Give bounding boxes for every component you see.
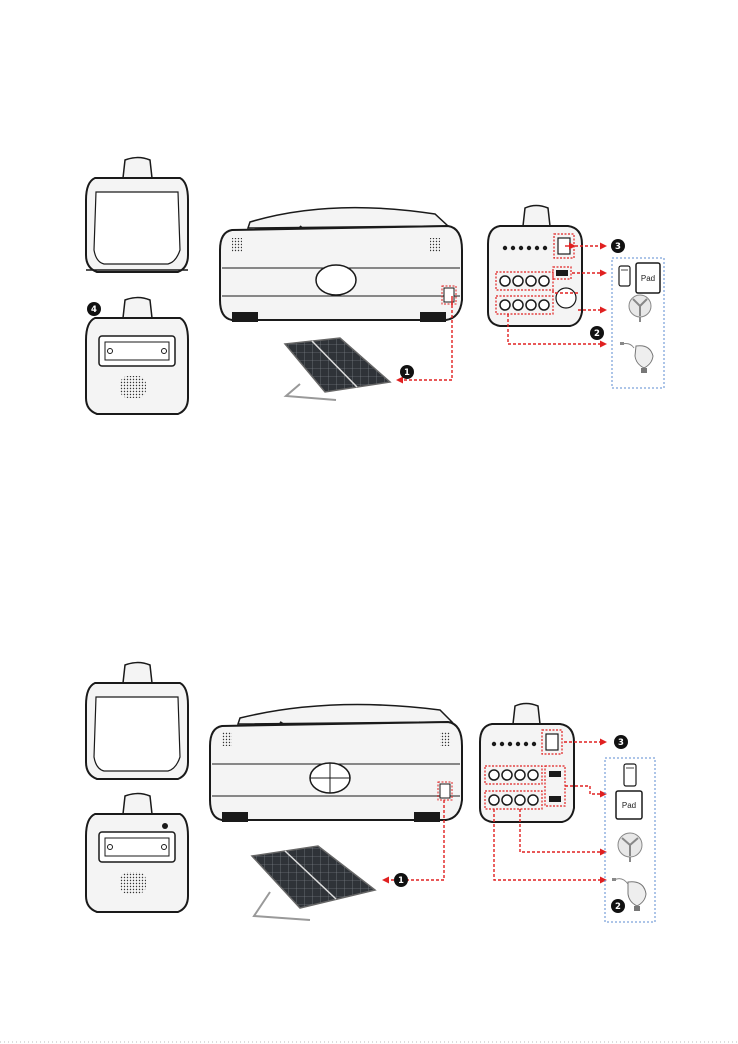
svg-text:3: 3 (615, 242, 621, 252)
smartphone-icon (619, 266, 630, 286)
svg-text:1: 1 (404, 368, 410, 378)
device-control-panel-view (488, 206, 582, 327)
device-side-view (86, 663, 188, 780)
diagram-top: 4 1 (86, 158, 664, 415)
tablet-icon: Pad (636, 263, 660, 293)
svg-text:Pad: Pad (622, 801, 636, 810)
fan-icon (618, 833, 642, 862)
fan-icon (629, 295, 651, 322)
callout-power-switch: 3 (614, 735, 628, 749)
usb-port (549, 771, 561, 777)
device-back-view (86, 794, 188, 913)
diagram-bottom: 1 (86, 663, 655, 923)
svg-text:1: 1 (398, 876, 404, 886)
callout-back-panel: 4 (87, 302, 101, 316)
power-switch (546, 734, 558, 750)
callout-power-switch: 3 (611, 239, 625, 253)
svg-text:4: 4 (91, 305, 97, 315)
light-bulb-icon (620, 342, 653, 373)
svg-text:3: 3 (618, 738, 624, 748)
callout-dc-outputs: 2 (611, 899, 625, 913)
device-control-panel-view (480, 704, 574, 823)
svg-text:2: 2 (594, 329, 600, 339)
tablet-icon: Pad (616, 791, 642, 819)
callout-solar-input: 1 (394, 873, 408, 887)
device-front-view (220, 208, 462, 322)
device-side-view (86, 158, 188, 273)
solar-panel-icon (285, 338, 390, 400)
svg-text:2: 2 (615, 902, 621, 912)
device-back-view (86, 298, 188, 415)
usb-port (556, 270, 568, 276)
svg-text:Pad: Pad (641, 274, 655, 283)
smartphone-icon (624, 764, 636, 786)
cigarette-socket (556, 288, 576, 308)
callout-dc-outputs: 2 (590, 326, 604, 340)
device-front-view (210, 705, 462, 822)
usb-port (549, 796, 561, 802)
solar-panel-icon (252, 846, 375, 920)
callout-solar-input: 1 (400, 365, 414, 379)
